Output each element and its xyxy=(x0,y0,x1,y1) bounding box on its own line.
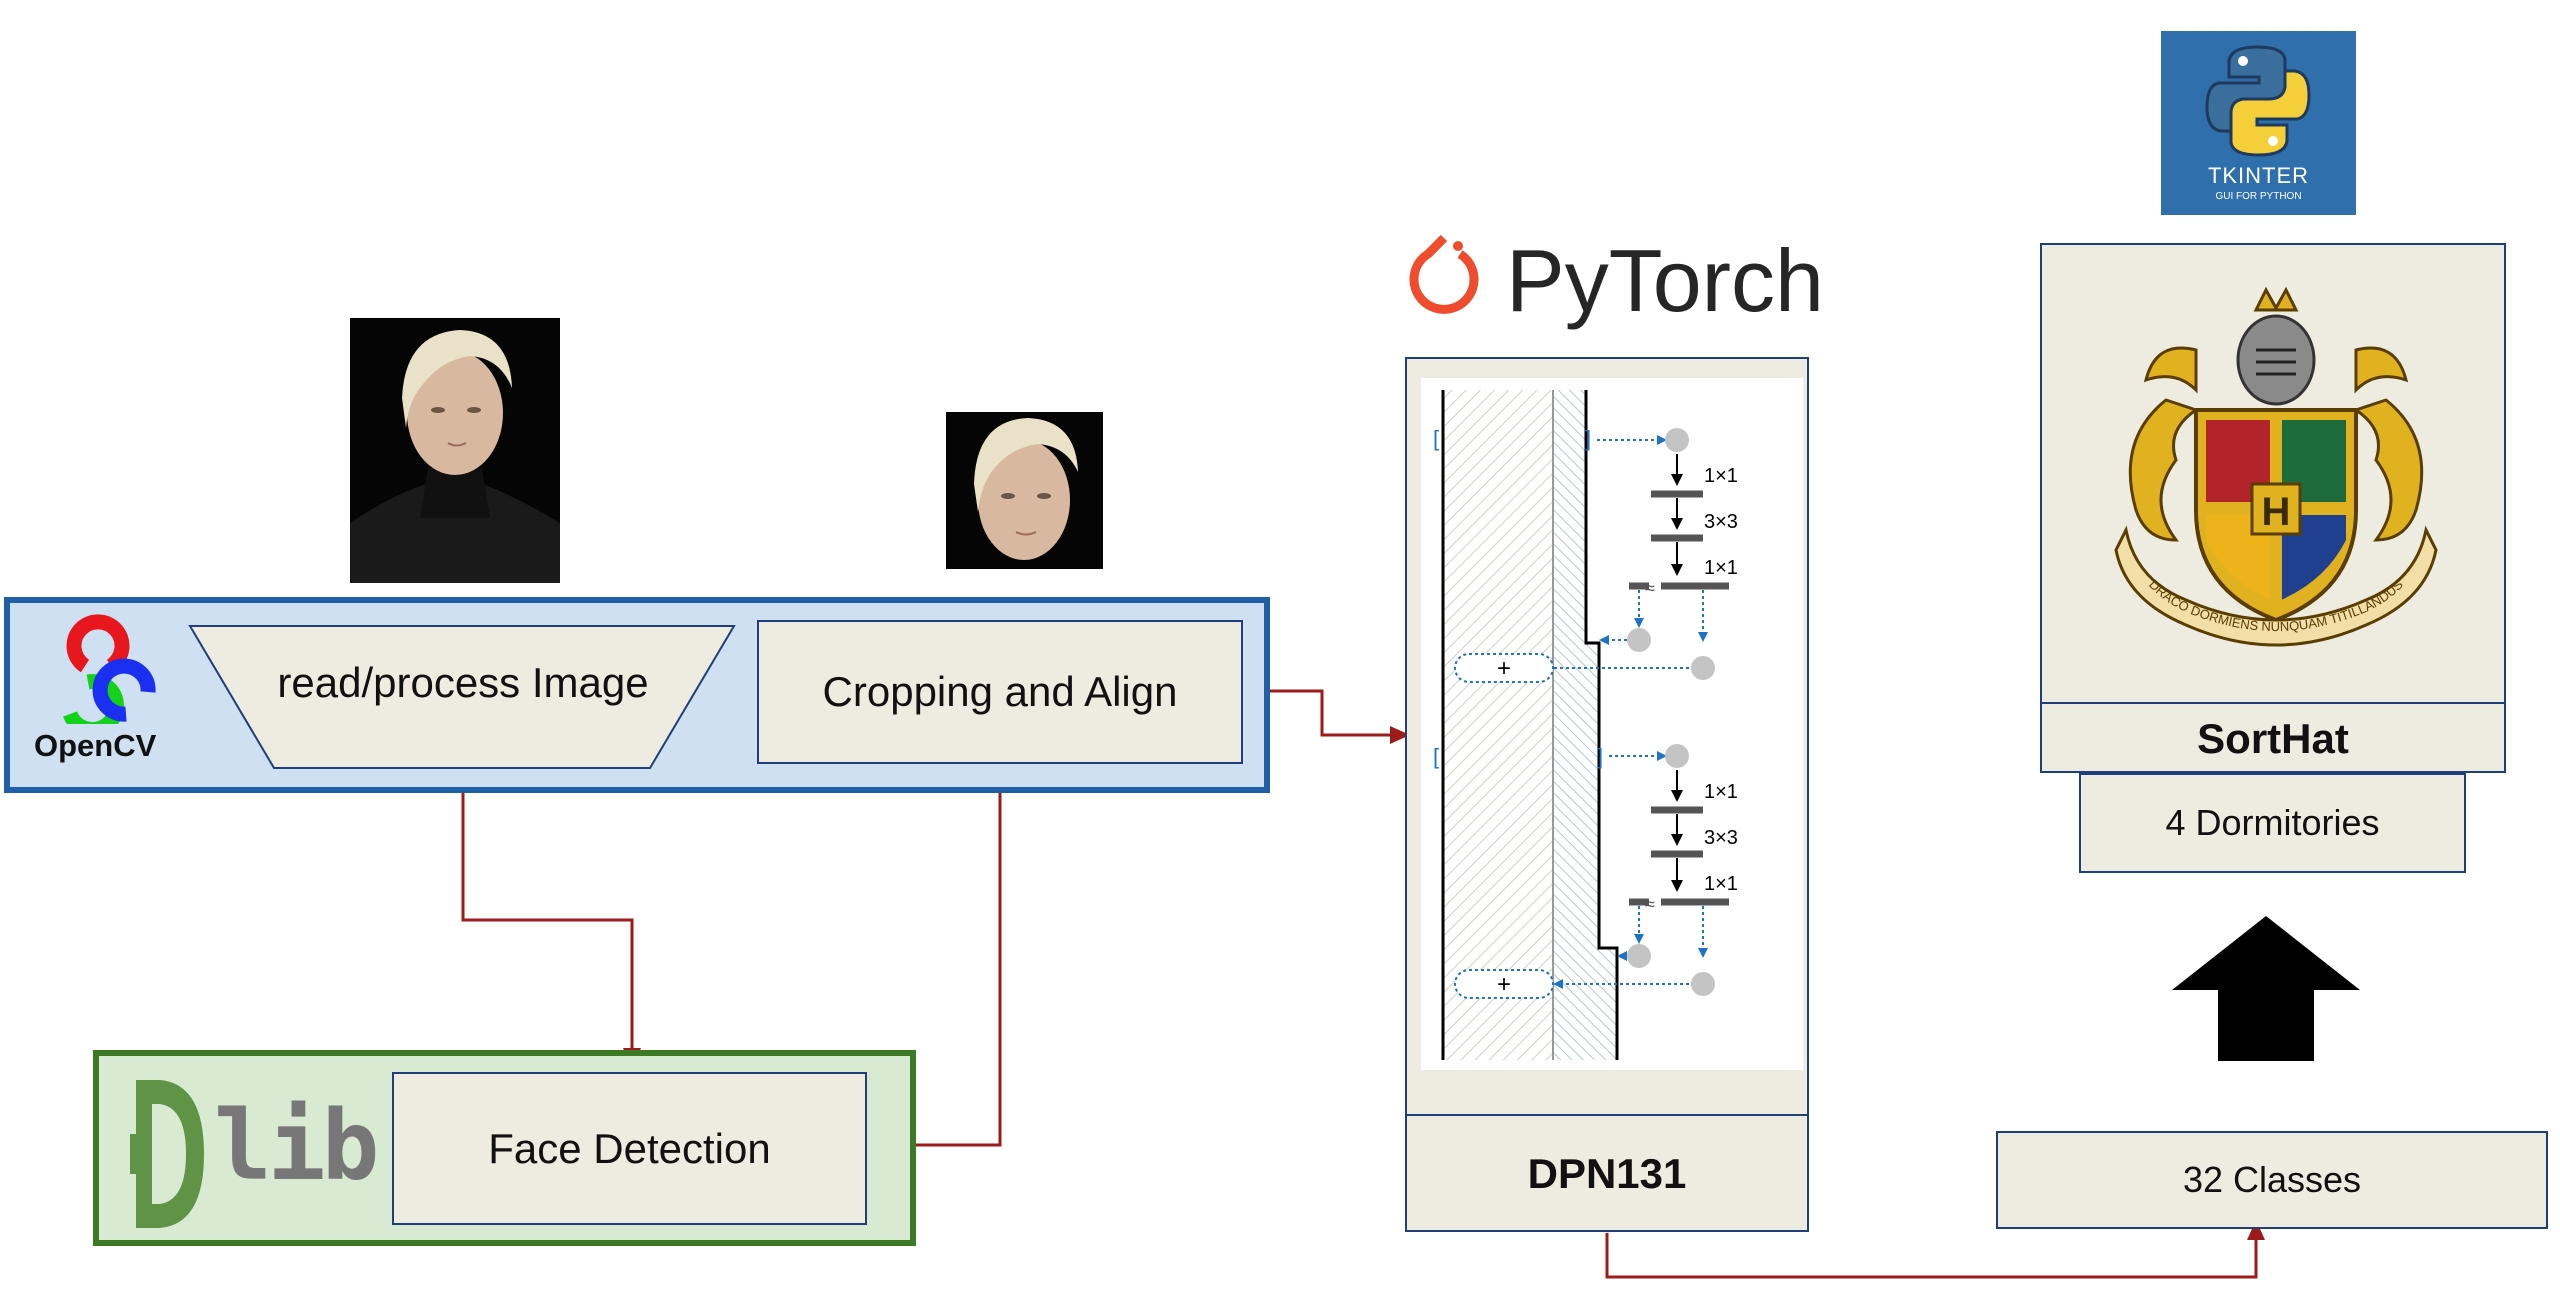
arrow-read-to-face-detection xyxy=(461,772,641,1068)
dlib-logo: lib xyxy=(130,1074,379,1234)
cropping-align-box: Cropping and Align xyxy=(757,620,1243,764)
up-arrow-icon xyxy=(2172,916,2360,1061)
pytorch-logo: PyTorch xyxy=(1408,226,1824,336)
opencv-logo: OpenCV xyxy=(28,614,168,774)
cropping-align-label: Cropping and Align xyxy=(822,668,1178,715)
crest-letter: H xyxy=(2262,490,2291,534)
dpn131-label: DPN131 xyxy=(1527,1150,1687,1197)
dpn-block1-label-2: 3×3 xyxy=(1704,511,1738,533)
dlib-logo-text: lib xyxy=(214,1090,379,1202)
svg-text:[: [ xyxy=(1433,426,1439,451)
dpn-block2-label-2: 3×3 xyxy=(1704,827,1738,849)
pytorch-flame-icon xyxy=(1409,234,1479,314)
read-process-image-label: read/process Image xyxy=(277,659,649,706)
dormitories-label: 4 Dormitories xyxy=(2165,802,2380,843)
face-detection-box: Face Detection xyxy=(392,1072,867,1225)
tkinter-logo: TKINTER GUI FOR PYTHON xyxy=(2161,31,2356,215)
dpn-block1-label-3: 1×1 xyxy=(1704,557,1738,579)
opencv-rings-icon xyxy=(62,614,156,738)
classes-label: 32 Classes xyxy=(2182,1159,2362,1200)
pytorch-logo-text: PyTorch xyxy=(1506,231,1824,330)
dpn-block1-plus: + xyxy=(1497,655,1511,682)
dpn-block2-plus: + xyxy=(1497,971,1511,998)
dlib-gear-icon xyxy=(130,1080,204,1228)
face-detection-label: Face Detection xyxy=(488,1124,771,1172)
svg-text:]: ] xyxy=(1597,744,1603,769)
dormitories-box: 4 Dormitories xyxy=(2079,773,2466,873)
svg-text:≈: ≈ xyxy=(1645,894,1655,914)
dpn-block2-label-3: 1×1 xyxy=(1704,873,1738,895)
dpn-architecture-diagram: [ ] 1×1 3×3 1×1 ≈ + [ ] 1×1 3×3 1×1 ≈ + xyxy=(1421,378,1803,1070)
classes-box: 32 Classes xyxy=(1996,1131,2548,1229)
dpn131-label-cell: DPN131 xyxy=(1405,1114,1809,1232)
sorthat-title: SortHat xyxy=(2197,714,2349,762)
sorthat-title-cell: SortHat xyxy=(2040,702,2506,773)
svg-text:≈: ≈ xyxy=(1645,578,1655,598)
svg-text:]: ] xyxy=(1585,426,1591,451)
read-process-shape xyxy=(188,625,736,769)
face-photo-full xyxy=(350,318,560,583)
dpn-block2-label-1: 1×1 xyxy=(1704,781,1738,803)
python-icon xyxy=(2205,45,2311,157)
hogwarts-crest-icon: H DRACO DORMIENS NUNQUAM TITILLANDUS xyxy=(2114,286,2438,647)
tkinter-subtitle: GUI FOR PYTHON xyxy=(2215,191,2302,202)
opencv-logo-text: OpenCV xyxy=(34,728,157,763)
arrow-crop-to-dpn xyxy=(1242,689,1410,744)
tkinter-title: TKINTER xyxy=(2207,163,2310,188)
dpn-block1-label-1: 1×1 xyxy=(1704,465,1738,487)
arrow-dpn-to-classes xyxy=(1605,1220,2265,1279)
svg-text:[: [ xyxy=(1433,744,1439,769)
face-photo-cropped xyxy=(946,412,1103,569)
